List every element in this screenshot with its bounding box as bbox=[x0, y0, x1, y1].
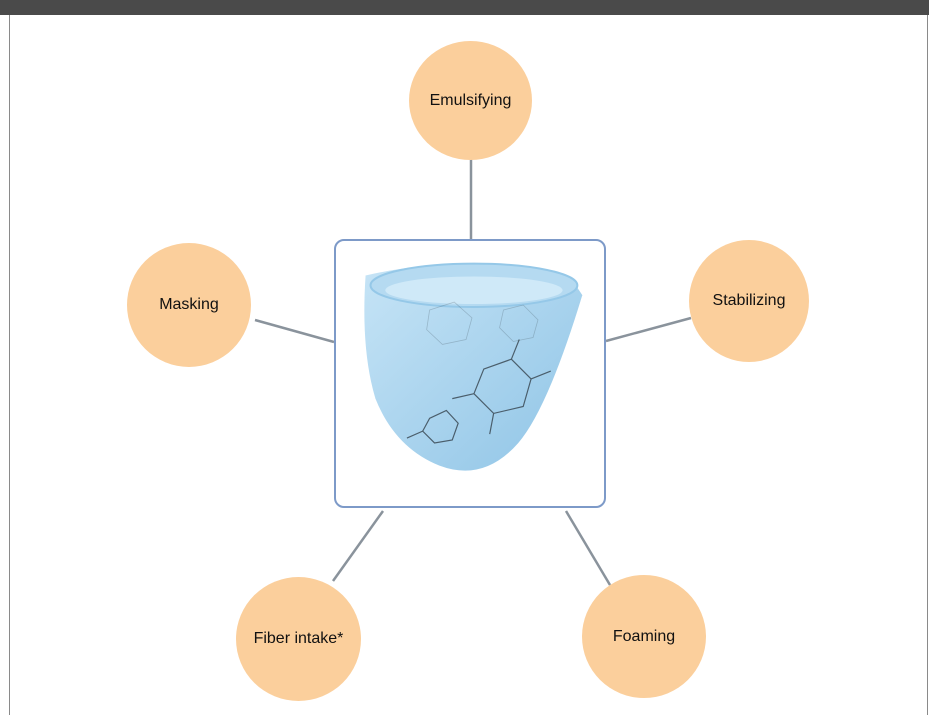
node-foaming-label: Foaming bbox=[612, 627, 676, 645]
connector-stabilizing bbox=[605, 316, 692, 343]
node-stabilizing-label: Stabilizing bbox=[712, 292, 786, 309]
node-fiber-intake: Fiber intake* bbox=[236, 577, 361, 701]
connector-masking bbox=[254, 318, 335, 344]
node-emulsifying: Emulsifying bbox=[409, 41, 532, 160]
node-masking-label: Masking bbox=[159, 296, 219, 313]
right-border bbox=[927, 15, 928, 715]
connector-foaming bbox=[564, 510, 612, 586]
node-masking: Masking bbox=[127, 243, 251, 367]
cyclodextrin-cone-illustration bbox=[364, 262, 583, 471]
node-fiber-intake-label: Fiber intake* bbox=[253, 630, 344, 647]
left-border bbox=[9, 15, 10, 715]
node-foaming: Foaming bbox=[582, 575, 706, 698]
node-emulsifying-label: Emulsifying bbox=[429, 91, 512, 109]
header-bar bbox=[0, 0, 929, 15]
connector-fiber bbox=[331, 510, 385, 582]
node-stabilizing: Stabilizing bbox=[689, 240, 809, 362]
center-image-box bbox=[334, 239, 606, 508]
